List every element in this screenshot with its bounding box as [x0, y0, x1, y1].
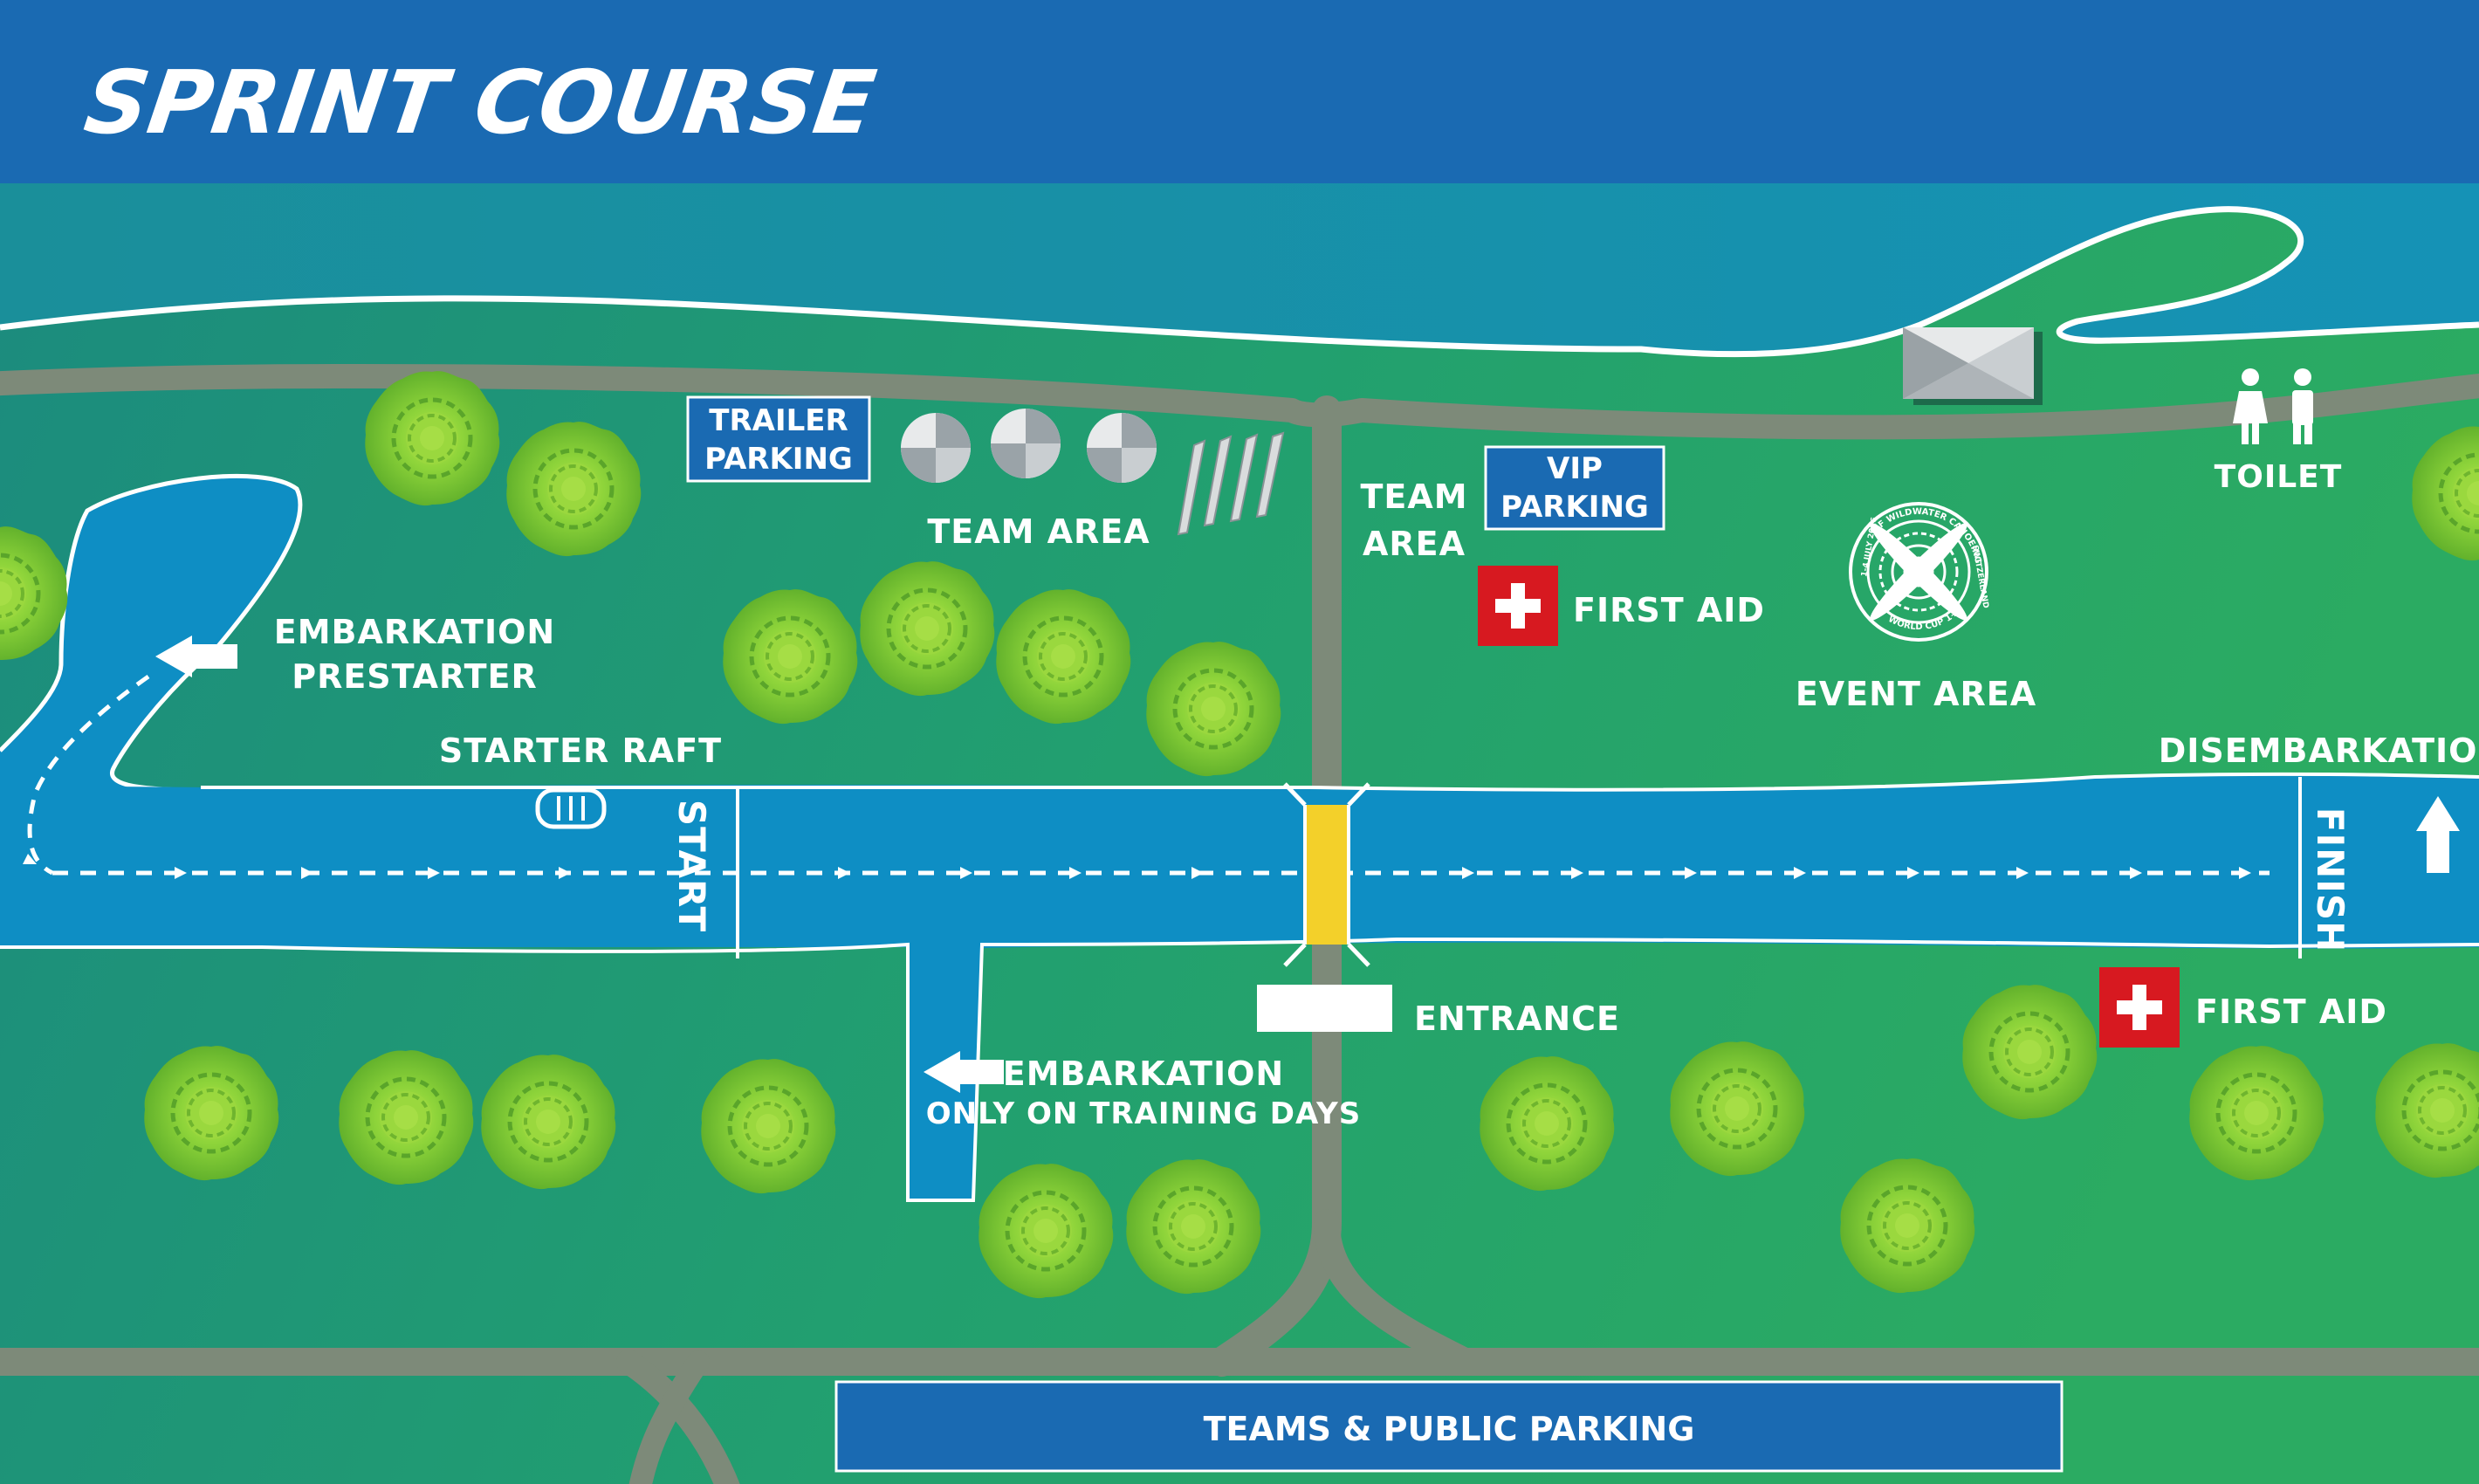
parking-sign: TEAMS & PUBLIC PARKING: [834, 1380, 2064, 1473]
tent-icon: [1087, 413, 1157, 483]
tree-icon: [339, 1050, 473, 1185]
arrow-left-icon: [924, 1051, 1004, 1093]
disembarkation-label: DISEMBARKATION: [2159, 732, 2479, 770]
trailer-parking-line2: PARKING: [704, 442, 853, 477]
tree-icon: [1146, 642, 1281, 776]
boat-rack-icon: [1177, 431, 1285, 536]
entrance-label: ENTRANCE: [1414, 1000, 1620, 1038]
tent-icon: [991, 409, 1061, 478]
first-aid-cross-icon: [1478, 566, 1558, 646]
tree-icon: [481, 1055, 615, 1189]
first-aid-cross-icon: [2099, 967, 2180, 1048]
tree-icon: [1480, 1056, 1614, 1191]
tree-icon: [144, 1046, 278, 1180]
tree-icon: [860, 561, 994, 696]
raft-icon: [535, 787, 607, 829]
event-area-label: EVENT AREA: [1796, 675, 2036, 713]
tree-icon: [1840, 1158, 1974, 1293]
channel-south-bank: [0, 937, 2479, 1202]
vip-parking-line2: PARKING: [1500, 490, 1649, 525]
trailer-parking-sign: TRAILER PARKING: [686, 395, 871, 483]
upper-lake: [0, 183, 2479, 354]
tree-icon: [506, 422, 641, 556]
tree-icon: [365, 371, 499, 505]
team-area-right-line1: TEAM: [1360, 477, 1467, 516]
team-area-right-line2: AREA: [1363, 525, 1466, 563]
vip-parking-sign: VIP PARKING: [1484, 445, 1665, 531]
prestart-path: [27, 674, 150, 876]
entrance-gate: [1257, 985, 1392, 1032]
starter-raft-label: STARTER RAFT: [439, 732, 722, 770]
embarkation-prestarter-line2: PRESTARTER: [292, 657, 538, 696]
tent-icon: [1903, 327, 2043, 405]
parking-label: TEAMS & PUBLIC PARKING: [1204, 1410, 1695, 1448]
tree-icon: [1126, 1159, 1260, 1294]
tree-icon: [1670, 1041, 1804, 1176]
toilet-label: TOILET: [2215, 459, 2343, 495]
tent-icon: [901, 413, 971, 483]
lane-direction-arrows: [23, 854, 2251, 879]
team-area-left-label: TEAM AREA: [927, 512, 1150, 551]
finish-label: FINISH: [2309, 807, 2352, 953]
tree-icon: [1962, 985, 2097, 1119]
tree-icon: [979, 1164, 1113, 1298]
sprint-channel: [0, 773, 2479, 949]
trailer-parking-line1: TRAILER: [709, 403, 848, 438]
tree-icon: [723, 589, 857, 724]
vip-parking-line1: VIP: [1547, 451, 1603, 486]
embarkation-training-line1: EMBARKATION: [1003, 1055, 1284, 1093]
toilet-icon: [2233, 368, 2313, 444]
first-aid-top-label: FIRST AID: [1573, 591, 1765, 629]
tree-icon: [2189, 1046, 2324, 1180]
team-area-tents: [901, 409, 1157, 483]
embarkation-training-line2: ONLY ON TRAINING DAYS: [926, 1096, 1361, 1131]
prestarter-pond-shoreline: [0, 473, 303, 793]
embarkation-prestarter-line1: EMBARKATION: [274, 613, 555, 651]
start-label: START: [670, 800, 713, 932]
page-title: SPRINT COURSE: [79, 52, 881, 153]
upper-lake-shoreline: [0, 206, 2479, 358]
bridge: [1283, 782, 1370, 967]
arrow-up-icon: [2416, 796, 2460, 873]
header-bar: [0, 0, 2479, 183]
tree-icon: [996, 589, 1130, 724]
tree-icon: [701, 1059, 835, 1193]
first-aid-bottom-label: FIRST AID: [2195, 993, 2387, 1031]
arrow-left-icon: [155, 636, 237, 677]
